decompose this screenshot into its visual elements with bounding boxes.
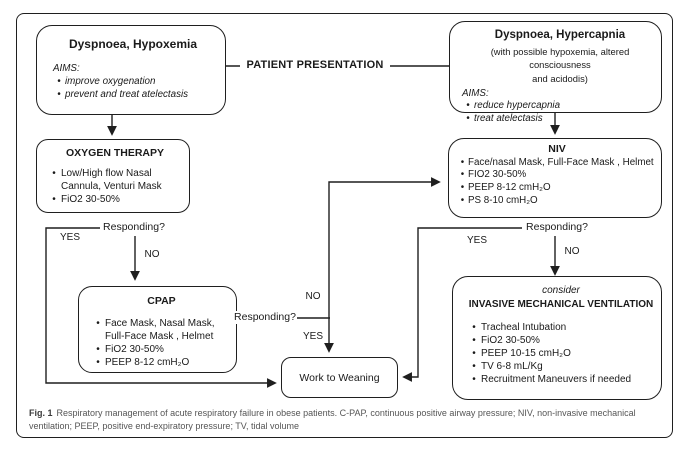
bullet-icon: • xyxy=(96,356,100,368)
node-title: Dyspnoea, Hypercapnia xyxy=(494,29,626,41)
node-title: CPAP xyxy=(147,295,176,307)
responding-label-niv: Responding? xyxy=(522,221,592,234)
node-subtitle: (with possible hypoxemia, altered consci… xyxy=(490,45,630,71)
bullet-item: • Low/High flow Nasal Cannula, Venturi M… xyxy=(47,167,183,193)
node-work-to-weaning: Work to Weaning xyxy=(281,357,398,398)
no-label-oxygen: NO xyxy=(144,249,160,260)
bullet-item: • Face/nasal Mask, Full-Face Mask , Helm… xyxy=(457,157,657,170)
bullet-item: • FIO2 30-50% xyxy=(457,169,657,182)
aims-item: • reduce hypercapnia xyxy=(462,100,658,113)
bullet-item: • PEEP 8-12 cmH₂O xyxy=(91,356,232,369)
bullet-icon: • xyxy=(460,156,465,168)
no-label-niv: NO xyxy=(564,246,580,257)
yes-label-oxygen: YES xyxy=(59,232,80,243)
bullet-item: • TV 6-8 mL/Kg xyxy=(467,360,655,373)
bullet-icon: • xyxy=(460,169,465,181)
node-pretitle: consider xyxy=(542,285,580,296)
caption-text: Respiratory management of acute respirat… xyxy=(29,408,636,431)
bullet-icon: • xyxy=(52,167,56,179)
bullet-icon: • xyxy=(466,100,470,112)
bullet-item: • PS 8-10 cmH₂O xyxy=(457,195,657,208)
patient-presentation-label: PATIENT PRESENTATION xyxy=(240,59,390,71)
bullet-icon: • xyxy=(472,361,476,372)
yes-label-niv: YES xyxy=(466,235,487,246)
bullet-item: • Tracheal Intubation xyxy=(467,321,655,334)
node-subtitle: and acidodis) xyxy=(532,73,588,85)
bullet-item: • FiO2 30-50% xyxy=(47,193,183,206)
aims-item: • prevent and treat atelectasis xyxy=(53,89,213,102)
bullet-icon: • xyxy=(472,374,476,385)
aims-item: • treat atelectasis xyxy=(462,113,658,126)
node-title: Dyspnoea, Hypoxemia xyxy=(68,37,198,51)
responding-label-cpap: Responding? xyxy=(233,311,297,324)
bullet-item: • Face Mask, Nasal Mask, Full-Face Mask … xyxy=(91,317,232,343)
node-dyspnoea-hypoxemia: Dyspnoea, Hypoxemia AIMS: • improve oxyg… xyxy=(36,25,226,115)
bullet-icon: • xyxy=(460,182,465,194)
node-niv: NIV • Face/nasal Mask, Full-Face Mask , … xyxy=(448,138,662,218)
bullet-icon: • xyxy=(472,348,476,359)
yes-label-cpap: YES xyxy=(302,331,323,342)
node-title: NIV xyxy=(548,143,566,155)
node-oxygen-therapy: OXYGEN THERAPY • Low/High flow Nasal Can… xyxy=(36,139,190,213)
bullet-item: • Recruitment Maneuvers if needed xyxy=(467,373,655,386)
bullet-icon: • xyxy=(52,193,56,205)
node-dyspnoea-hypercapnia: Dyspnoea, Hypercapnia (with possible hyp… xyxy=(449,21,662,124)
bullet-item: • PEEP 10-15 cmH₂O xyxy=(467,347,655,360)
bullet-item: • FiO2 30-50% xyxy=(467,334,655,347)
bullet-icon: • xyxy=(460,194,465,206)
caption-figure-number: Fig. 1 xyxy=(29,408,53,418)
node-title: Work to Weaning xyxy=(299,371,380,384)
aims-label: AIMS: xyxy=(462,87,489,99)
aims-label: AIMS: xyxy=(53,63,80,75)
bullet-icon: • xyxy=(57,88,61,100)
bullet-item: • PEEP 8-12 cmH₂O xyxy=(457,182,657,195)
bullet-icon: • xyxy=(96,317,100,329)
node-title: OXYGEN THERAPY xyxy=(65,147,165,159)
node-title: INVASIVE MECHANICAL VENTILATION xyxy=(468,299,654,310)
bullet-icon: • xyxy=(57,76,61,88)
node-invasive-mechanical-ventilation: consider INVASIVE MECHANICAL VENTILATION… xyxy=(452,276,662,400)
responding-label-oxygen: Responding? xyxy=(100,221,168,234)
bullet-icon: • xyxy=(466,113,470,125)
aims-item: • improve oxygenation xyxy=(53,76,213,89)
bullet-icon: • xyxy=(472,322,476,333)
bullet-icon: • xyxy=(96,343,100,355)
bullet-item: • FiO2 30-50% xyxy=(91,343,232,356)
node-cpap: CPAP • Face Mask, Nasal Mask, Full-Face … xyxy=(78,286,237,373)
bullet-icon: • xyxy=(472,335,476,346)
no-label-cpap: NO xyxy=(305,291,321,302)
